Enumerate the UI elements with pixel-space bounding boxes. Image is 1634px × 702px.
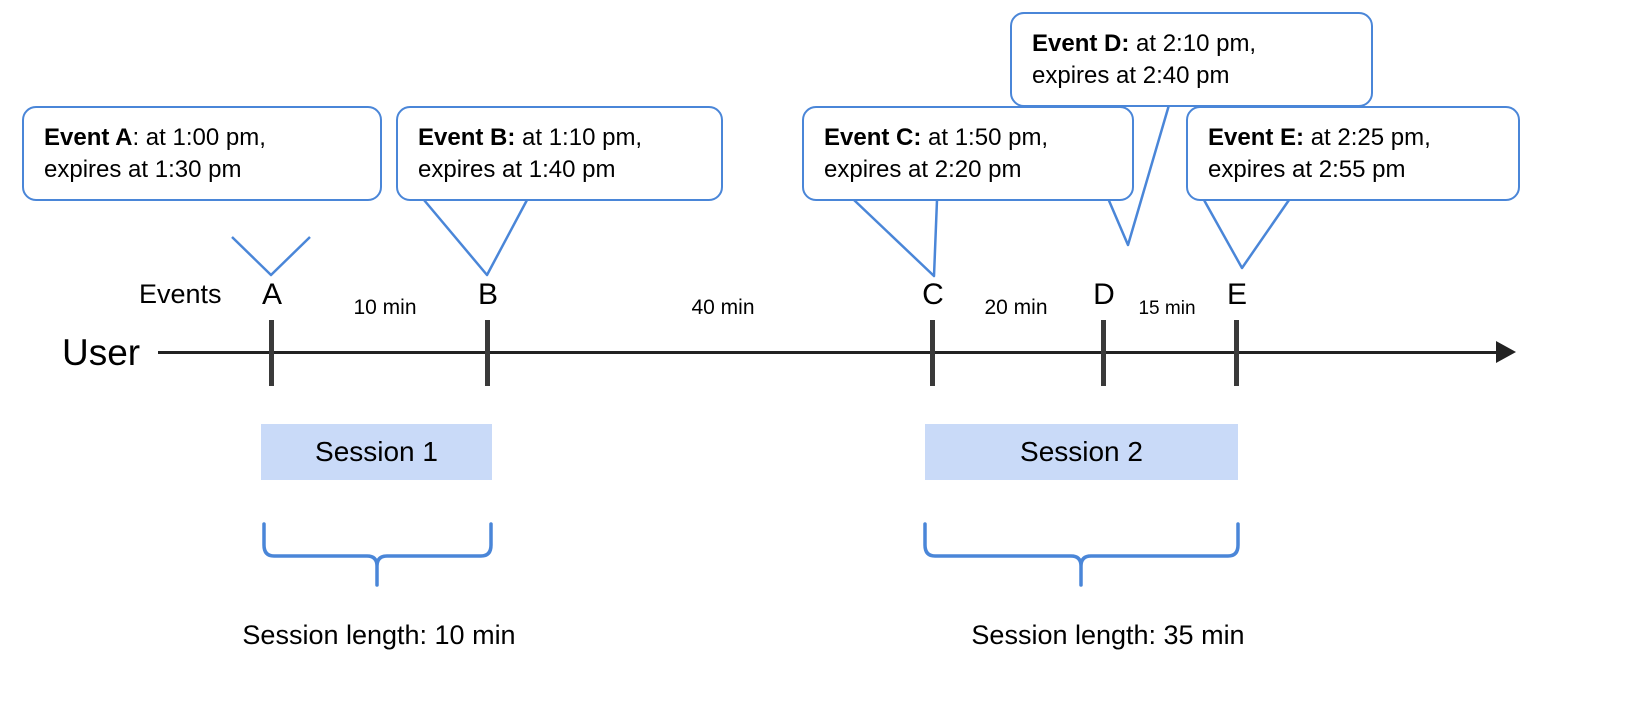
session-1-length-label: Session length: 10 min <box>242 620 516 650</box>
tick-mark-d <box>1101 320 1106 386</box>
callout-a-title: Event A <box>44 124 133 151</box>
callout-c-line1: Event C: at 1:50 pm, <box>824 122 1114 154</box>
callout-b-title: Event B: <box>418 124 516 151</box>
lane-label-user: User <box>62 332 141 373</box>
callout-tail-b <box>423 199 529 277</box>
callout-c-time-text: at 1:50 pm, <box>921 124 1049 151</box>
tick-mark-e <box>1234 320 1239 386</box>
session-2-brace <box>923 522 1240 587</box>
tick-mark-a <box>269 320 274 386</box>
callout-event-c[interactable]: Event C: at 1:50 pm, expires at 2:20 pm <box>802 106 1134 202</box>
callout-event-a[interactable]: Event A: at 1:00 pm, expires at 1:30 pm <box>22 106 382 202</box>
callout-d-title: Event D: <box>1032 30 1130 57</box>
session-box-2[interactable]: Session 2 <box>925 424 1238 480</box>
callout-c-line2: expires at 2:20 pm <box>824 155 1022 183</box>
callout-e-line2: expires at 2:55 pm <box>1208 155 1406 183</box>
callout-c-title: Event C: <box>824 124 922 151</box>
callout-b-line1: Event B: at 1:10 pm, <box>418 122 703 154</box>
callout-a-line1: Event A: at 1:00 pm, <box>44 122 362 154</box>
session-1-brace <box>262 522 493 587</box>
callout-event-b[interactable]: Event B: at 1:10 pm, expires at 1:40 pm <box>396 106 723 202</box>
gap-label-d-e: 15 min <box>1138 298 1196 319</box>
axis-arrow-icon <box>1496 341 1516 363</box>
session-2-length-label: Session length: 35 min <box>971 620 1245 650</box>
lane-label-events: Events <box>139 279 222 309</box>
tick-mark-c <box>930 320 935 386</box>
session-1-label: Session 1 <box>315 436 438 467</box>
tick-label-b: B <box>477 278 499 311</box>
callout-event-d[interactable]: Event D: at 2:10 pm, expires at 2:40 pm <box>1010 12 1373 108</box>
tick-mark-b <box>485 320 490 386</box>
tick-label-a: A <box>261 278 283 311</box>
callout-tail-c <box>853 199 939 278</box>
callout-d-line2: expires at 2:40 pm <box>1032 61 1230 89</box>
tick-label-e: E <box>1226 278 1248 311</box>
callout-b-time-text: at 1:10 pm, <box>515 124 643 151</box>
callout-tail-e <box>1202 199 1291 270</box>
callout-e-line1: Event E: at 2:25 pm, <box>1208 122 1500 154</box>
session-2-label: Session 2 <box>1020 436 1143 467</box>
tick-label-d: D <box>1093 278 1115 311</box>
session-box-1[interactable]: Session 1 <box>261 424 492 480</box>
gap-label-b-c: 40 min <box>691 296 755 319</box>
callout-b-line2: expires at 1:40 pm <box>418 155 616 183</box>
tick-label-c: C <box>922 278 944 311</box>
callout-d-line1: Event D: at 2:10 pm, <box>1032 28 1353 60</box>
callout-d-time-text: at 2:10 pm, <box>1129 30 1257 57</box>
timeline-axis <box>158 351 1498 354</box>
gap-label-c-d: 20 min <box>984 296 1048 319</box>
callout-e-title: Event E: <box>1208 124 1305 151</box>
callout-a-time-text: at 1:00 pm, <box>139 124 266 151</box>
gap-label-a-b: 10 min <box>353 296 417 319</box>
callout-a-line2: expires at 1:30 pm <box>44 155 242 183</box>
callout-e-time-text: at 2:25 pm, <box>1304 124 1431 151</box>
callout-event-e[interactable]: Event E: at 2:25 pm, expires at 2:55 pm <box>1186 106 1520 202</box>
callout-tail-a <box>231 236 311 277</box>
callout-a-sep: : <box>132 124 140 151</box>
